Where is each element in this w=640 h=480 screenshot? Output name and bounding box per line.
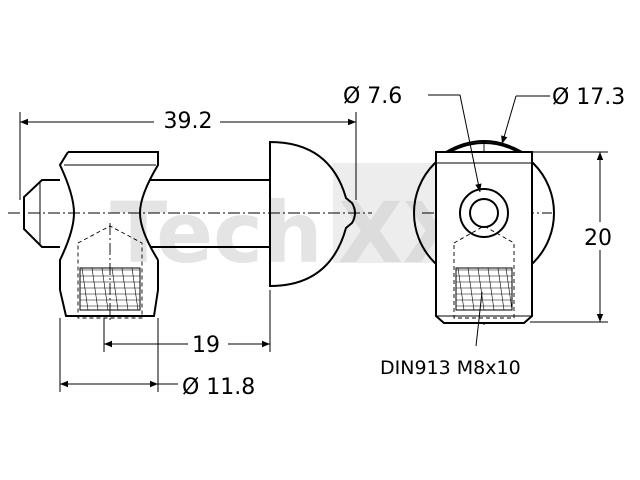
cross-body-left xyxy=(58,151,76,290)
dim-height-label: 20 xyxy=(584,226,612,251)
pin-tip xyxy=(23,179,60,248)
end-dome-edge xyxy=(445,140,523,153)
dim-body-diameter: Ø 17.3 xyxy=(501,85,625,145)
pin-hole-outer xyxy=(459,188,509,238)
dim-shank-length-label: 19 xyxy=(192,333,220,358)
pin-hole-inner xyxy=(469,198,499,228)
dim-total-length-label: 39.2 xyxy=(164,109,213,134)
end-view xyxy=(413,140,555,325)
watermark-text-left: Tech xyxy=(110,184,323,282)
dim-total-length: 39.2 xyxy=(19,106,357,200)
dim-shank-diameter: Ø 11.8 xyxy=(59,318,255,400)
cross-body-top xyxy=(68,151,159,261)
end-thread-hole-hidden xyxy=(453,225,515,319)
set-screw-callout-label: DIN913 M8x10 xyxy=(380,357,521,379)
dim-shank-diameter-label: Ø 11.8 xyxy=(182,375,255,400)
side-thread-hole-hidden xyxy=(77,225,143,319)
cross-body-bottom xyxy=(59,289,159,317)
side-thread-hatch xyxy=(79,267,141,311)
dim-body-diameter-label: Ø 17.3 xyxy=(552,85,625,110)
dim-head-diameter: Ø 7.6 xyxy=(343,84,482,193)
dim-height: 20 xyxy=(530,151,618,323)
set-screw-outline-side xyxy=(79,267,141,311)
side-view xyxy=(8,140,372,322)
end-thread-hatch xyxy=(455,267,513,311)
domed-head xyxy=(269,140,356,288)
dim-shank-length: 19 xyxy=(103,290,271,358)
set-screw-outline-end xyxy=(455,267,513,311)
set-screw-callout: DIN913 M8x10 xyxy=(380,291,521,379)
dim-head-diameter-label: Ø 7.6 xyxy=(343,84,402,109)
